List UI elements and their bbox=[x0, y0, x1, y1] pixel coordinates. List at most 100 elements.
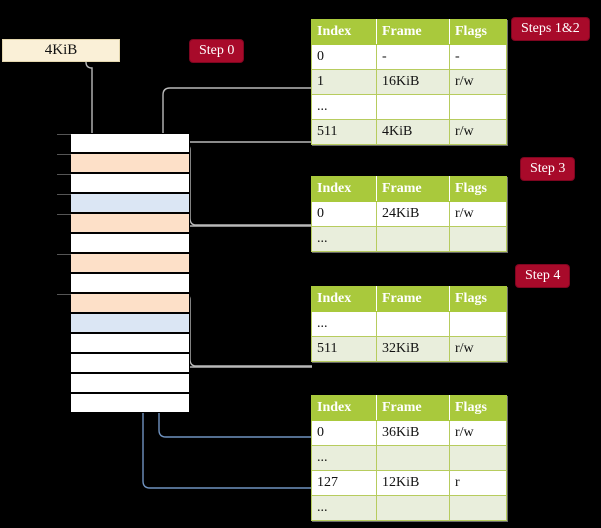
table-row: ... bbox=[311, 445, 507, 471]
cell-frame: 4KiB bbox=[376, 119, 450, 145]
cell-index: 1 bbox=[311, 69, 377, 95]
cell-frame bbox=[376, 94, 450, 120]
badge-step-4-label: Step 4 bbox=[525, 268, 561, 283]
cell-frame: 36KiB bbox=[376, 420, 450, 446]
memory-row bbox=[70, 233, 190, 253]
badge-step-4: Step 4 bbox=[516, 265, 570, 287]
badge-step-3: Step 3 bbox=[521, 158, 575, 180]
memory-row bbox=[70, 313, 190, 333]
cell-index: ... bbox=[311, 94, 377, 120]
cell-index: ... bbox=[311, 445, 377, 471]
memory-row bbox=[57, 253, 190, 273]
memory-row-tick bbox=[57, 174, 71, 175]
cell-flags: r/w bbox=[449, 119, 507, 145]
column-header-frame: Frame bbox=[376, 286, 450, 312]
memory-row bbox=[57, 213, 190, 233]
memory-row bbox=[70, 373, 190, 393]
cell-index: 0 bbox=[311, 420, 377, 446]
cell-index: 0 bbox=[311, 44, 377, 70]
column-header-frame: Frame bbox=[376, 176, 450, 202]
column-header-flags: Flags bbox=[449, 19, 507, 45]
table-row: ... bbox=[311, 495, 507, 521]
cell-index: ... bbox=[311, 311, 377, 337]
source-box-label: 4KiB bbox=[44, 42, 78, 58]
memory-row-tick bbox=[57, 194, 71, 195]
cell-index: 511 bbox=[311, 119, 377, 145]
cell-frame: 32KiB bbox=[376, 336, 450, 362]
memory-row bbox=[70, 273, 190, 293]
cell-frame bbox=[376, 495, 450, 521]
cell-index: ... bbox=[311, 226, 377, 252]
cell-flags bbox=[449, 495, 507, 521]
badge-steps-1-2-label: Steps 1&2 bbox=[521, 21, 580, 36]
cell-index: 0 bbox=[311, 201, 377, 227]
memory-row bbox=[70, 333, 190, 353]
memory-row-tick bbox=[57, 214, 71, 215]
badge-step-0: Step 0 bbox=[190, 40, 244, 62]
table-row: 0-- bbox=[311, 44, 507, 70]
cell-flags bbox=[449, 445, 507, 471]
column-header-flags: Flags bbox=[449, 395, 507, 421]
memory-row-tick bbox=[57, 134, 71, 135]
cell-frame bbox=[376, 311, 450, 337]
column-header-index: Index bbox=[311, 19, 377, 45]
column-header-index: Index bbox=[311, 176, 377, 202]
cell-index: ... bbox=[311, 495, 377, 521]
badge-step-0-label: Step 0 bbox=[199, 43, 235, 58]
memory-column bbox=[57, 133, 190, 413]
memory-row-tick bbox=[57, 294, 71, 295]
cell-flags: r/w bbox=[449, 420, 507, 446]
cell-frame: - bbox=[376, 44, 450, 70]
column-header-frame: Frame bbox=[376, 19, 450, 45]
column-header-index: Index bbox=[311, 286, 377, 312]
cell-flags: r/w bbox=[449, 201, 507, 227]
cell-index: 511 bbox=[311, 336, 377, 362]
memory-row-tick bbox=[57, 154, 71, 155]
source-box-4kib: 4KiB bbox=[2, 39, 120, 62]
table-row: ... bbox=[311, 311, 507, 337]
table-row: ... bbox=[311, 226, 507, 252]
table-row: ... bbox=[311, 94, 507, 120]
memory-row-tick bbox=[57, 254, 71, 255]
memory-row bbox=[57, 193, 190, 213]
cell-flags bbox=[449, 94, 507, 120]
cell-flags: r/w bbox=[449, 69, 507, 95]
memory-row bbox=[70, 393, 190, 413]
cell-frame: 24KiB bbox=[376, 201, 450, 227]
cell-flags: - bbox=[449, 44, 507, 70]
memory-row bbox=[57, 173, 190, 193]
memory-row bbox=[57, 153, 190, 173]
cell-flags: r bbox=[449, 470, 507, 496]
column-header-flags: Flags bbox=[449, 176, 507, 202]
badge-steps-1-2: Steps 1&2 bbox=[512, 18, 589, 40]
cell-frame: 16KiB bbox=[376, 69, 450, 95]
memory-row bbox=[57, 293, 190, 313]
cell-frame bbox=[376, 445, 450, 471]
badge-step-3-label: Step 3 bbox=[530, 161, 566, 176]
cell-index: 127 bbox=[311, 470, 377, 496]
cell-frame bbox=[376, 226, 450, 252]
memory-row bbox=[70, 353, 190, 373]
cell-flags: r/w bbox=[449, 336, 507, 362]
column-header-index: Index bbox=[311, 395, 377, 421]
cell-flags bbox=[449, 311, 507, 337]
column-header-flags: Flags bbox=[449, 286, 507, 312]
cell-frame: 12KiB bbox=[376, 470, 450, 496]
column-header-frame: Frame bbox=[376, 395, 450, 421]
cell-flags bbox=[449, 226, 507, 252]
